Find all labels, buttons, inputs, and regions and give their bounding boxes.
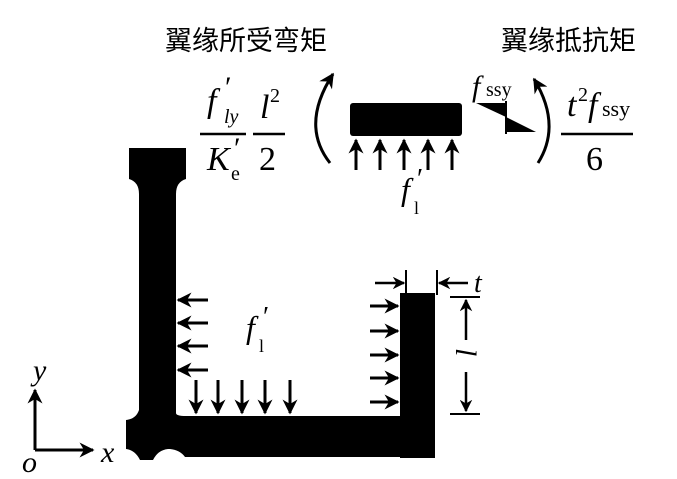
origin-label: o [22, 446, 37, 479]
inner-f-subscript: l [259, 336, 264, 356]
formula-two: 2 [259, 141, 276, 178]
length-label: l [449, 348, 482, 356]
y-axis-label: y [30, 354, 47, 387]
stress-f-subscript: ssy [486, 79, 512, 101]
formula-f-subscript: ly [224, 106, 239, 128]
length-dimension: l [449, 296, 482, 415]
formula-f-prime: ′ [225, 71, 232, 104]
formula-l-symbol: l [260, 89, 269, 126]
downward-pressure-arrows [188, 380, 298, 415]
pressure-label-inner: f ′ l [246, 302, 269, 356]
stress-triangle-bottom [506, 117, 536, 132]
formula-k-prime: ′ [234, 132, 241, 165]
channel-section [126, 148, 435, 460]
pressure-f-subscript: l [414, 198, 419, 218]
formula-t-sup: 2 [578, 84, 588, 106]
right-pressure-arrows [370, 298, 400, 410]
inner-f-prime: ′ [263, 302, 269, 333]
left-pressure-arrows [176, 292, 208, 378]
formula-six: 6 [586, 141, 603, 178]
thickness-label: t [474, 268, 483, 299]
resisting-moment-formula: t 2 f ssy 6 [561, 84, 633, 178]
stress-triangle-top [476, 103, 506, 117]
right-flange [400, 293, 435, 458]
applied-moment-formula: f ′ ly K ′ e l 2 2 [200, 71, 285, 185]
formula-l-sup: 2 [270, 85, 280, 107]
x-axis-label: x [100, 436, 115, 469]
title-resisting-moment: 翼缘抵抗矩 [501, 26, 636, 57]
formula-k-symbol: K [206, 141, 232, 178]
resisting-moment-arrow-icon [532, 77, 551, 164]
applied-moment-arrow-icon [314, 72, 335, 164]
title-applied-moment: 翼缘所受弯矩 [165, 26, 327, 57]
thickness-dimension: t [375, 268, 483, 299]
flange-block [350, 103, 462, 136]
formula-k-subscript: e [231, 163, 240, 185]
upward-pressure-arrows [348, 138, 460, 170]
coordinate-axes: y x o [22, 354, 115, 479]
pressure-f-symbol: f [401, 171, 414, 207]
stress-distribution: f ssy [472, 70, 536, 134]
inner-f-symbol: f [246, 309, 259, 345]
formula-fssy-subscript: ssy [602, 96, 630, 121]
pressure-f-prime: ′ [417, 164, 423, 195]
formula-fssy-symbol: f [588, 87, 602, 124]
formula-f-symbol: f [207, 83, 221, 120]
pressure-label-top: f ′ l [401, 164, 423, 218]
formula-t-symbol: t [567, 87, 578, 124]
stress-f-symbol: f [472, 70, 484, 103]
section-body [126, 148, 435, 460]
